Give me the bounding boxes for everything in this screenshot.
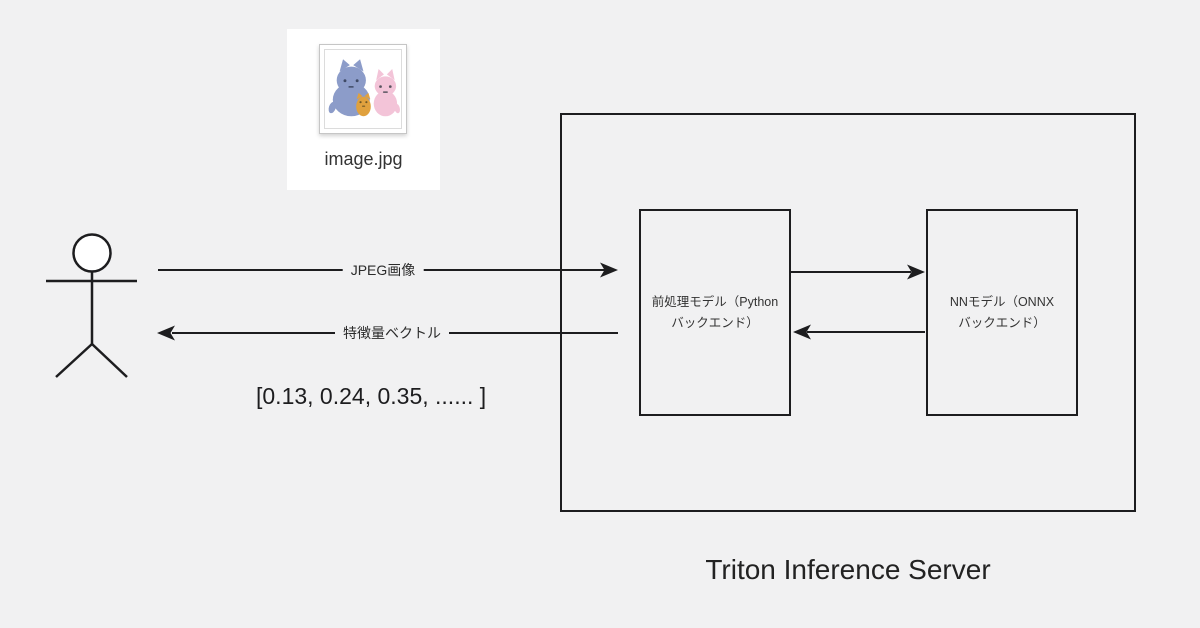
person-head bbox=[72, 233, 112, 273]
nn-model-box: NNモデル（ONNX バックエンド） bbox=[926, 209, 1078, 416]
response-arrow-label: 特徴量ベクトル bbox=[335, 323, 449, 343]
nn-label-line-1: NNモデル（ONNX bbox=[949, 294, 1055, 309]
image-file-card: image.jpg bbox=[287, 29, 440, 190]
feature-vector-text: [0.13, 0.24, 0.35, ...... ] bbox=[256, 383, 487, 409]
response-arrowhead bbox=[157, 325, 175, 341]
photo-frame bbox=[319, 44, 407, 134]
file-name-label: image.jpg bbox=[324, 149, 403, 169]
three-cats-illustration bbox=[328, 59, 401, 117]
preprocess-model-label: 前処理モデル（Python バックエンド） bbox=[652, 292, 778, 333]
nn-model-label: NNモデル（ONNX バックエンド） bbox=[950, 292, 1054, 333]
pink-cat-icon bbox=[373, 69, 401, 117]
preprocess-label-line-2: バックエンド） bbox=[671, 315, 759, 330]
nn-label-line-2: バックエンド） bbox=[958, 315, 1046, 330]
orange-kitten-icon bbox=[356, 92, 371, 117]
request-arrow-label: JPEG画像 bbox=[342, 260, 424, 280]
preprocess-label-line-1: 前処理モデル（Python bbox=[651, 294, 779, 309]
person-right-leg bbox=[91, 343, 128, 378]
photo-area bbox=[324, 49, 402, 129]
triton-server-box bbox=[560, 113, 1136, 512]
person-left-leg bbox=[55, 343, 93, 378]
server-title: Triton Inference Server bbox=[705, 554, 991, 585]
preprocess-model-box: 前処理モデル（Python バックエンド） bbox=[639, 209, 791, 416]
stick-figure bbox=[46, 233, 137, 378]
